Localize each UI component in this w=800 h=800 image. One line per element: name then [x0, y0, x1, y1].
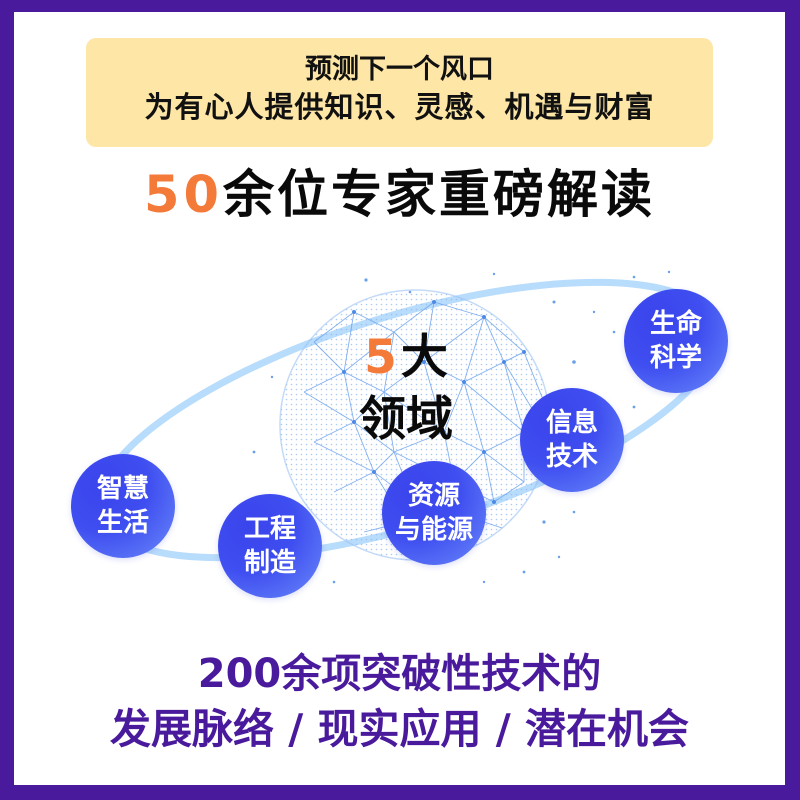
- tagline-line-2: 为有心人提供知识、灵感、机遇与财富: [144, 90, 655, 124]
- experts-count: 50: [144, 166, 223, 225]
- domain-bubble-life-science: 生命 科学: [624, 289, 728, 393]
- domain-bubble-information-tech: 信息 技术: [520, 388, 624, 492]
- domain-label-line-2: 与能源: [394, 515, 473, 545]
- tagline-banner: 预测下一个风口 为有心人提供知识、灵感、机遇与财富: [86, 38, 713, 147]
- footer-line-2: 发展脉络 / 现实应用 / 潜在机会: [109, 705, 690, 753]
- five-domains-line-2: 领域: [359, 392, 453, 447]
- domain-count: 5: [364, 330, 397, 385]
- experts-headline-text: 余位专家重磅解读: [222, 166, 655, 225]
- domain-label-line-1: 工程: [243, 514, 296, 544]
- tagline-line-1: 预测下一个风口: [305, 54, 494, 85]
- domain-label-line-1: 信息: [545, 408, 598, 438]
- five-domains-line-1-text: 大: [400, 330, 448, 385]
- domain-bubble-smart-living: 智慧 生活: [71, 454, 175, 558]
- poster-canvas: 预测下一个风口 为有心人提供知识、灵感、机遇与财富 50余位专家重磅解读: [14, 12, 785, 785]
- domain-label-line-1: 生命: [649, 309, 702, 339]
- domain-label-line-2: 制造: [243, 548, 296, 578]
- domain-label-line-2: 科学: [649, 343, 702, 373]
- domain-bubble-resources-energy: 资源 与能源: [382, 461, 486, 565]
- five-domains-line-1: 5大: [336, 327, 476, 389]
- domain-label-line-2: 技术: [545, 442, 598, 472]
- experts-headline: 50余位专家重磅解读: [14, 166, 785, 226]
- domain-label-line-1: 智慧: [96, 474, 149, 504]
- domains-illustration: 5大 领域 智慧 生活 工程 制造 资源 与能源 信息 技术 生命 科学: [14, 12, 785, 785]
- five-domains-label: 5大 领域: [336, 327, 476, 451]
- footer-line-1: 200余项突破性技术的: [197, 651, 602, 697]
- domain-label-line-2: 生活: [96, 508, 149, 538]
- domain-label-line-1: 资源: [407, 481, 460, 511]
- domain-bubble-engineering: 工程 制造: [218, 494, 322, 598]
